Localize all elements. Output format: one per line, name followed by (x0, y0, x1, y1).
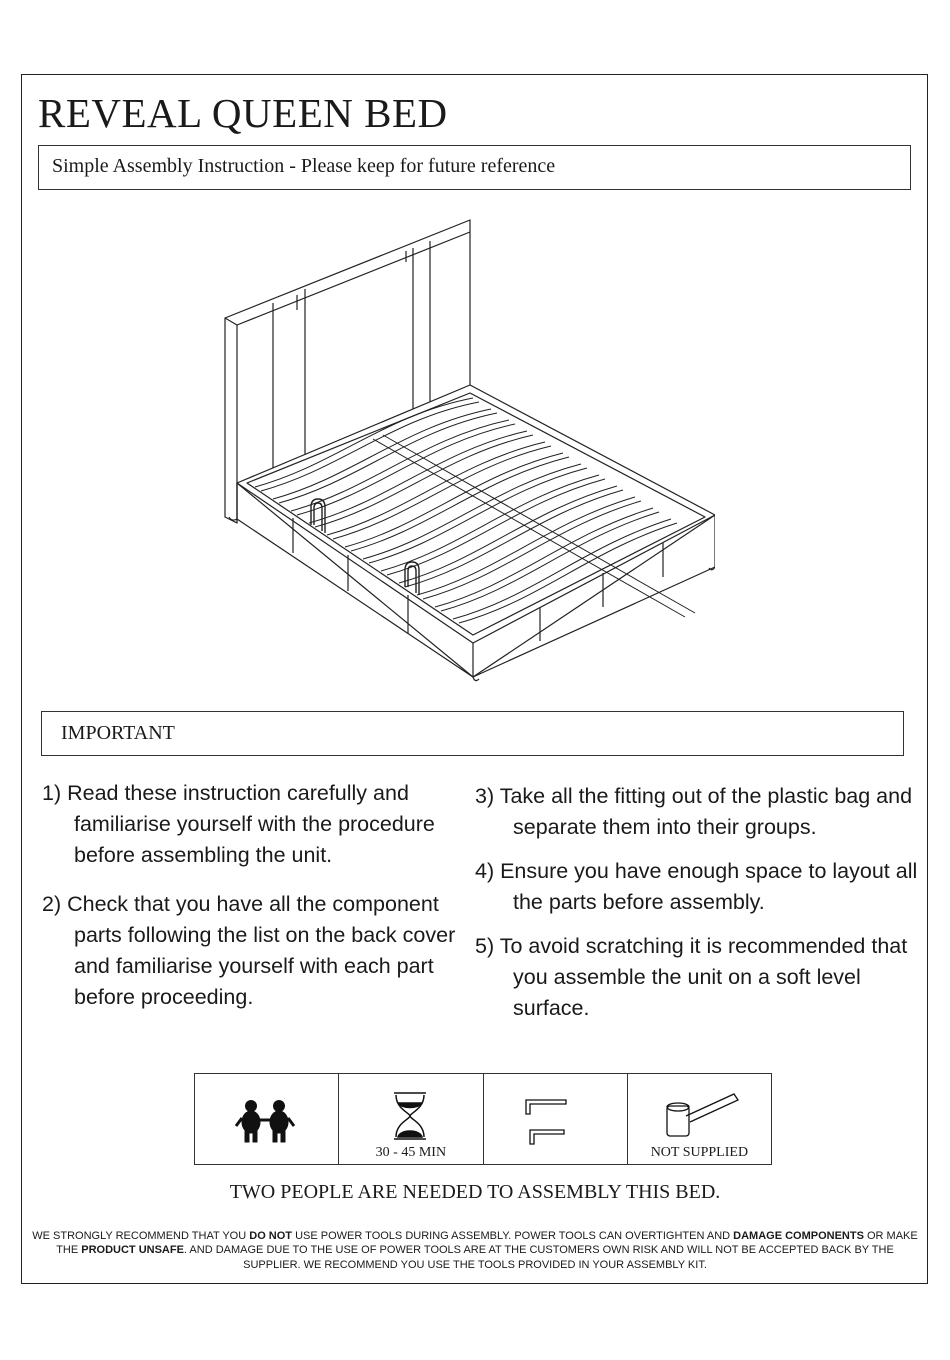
step-2: 2) Check that you have all the component… (42, 892, 456, 1009)
power-tools-warning: WE STRONGLY RECOMMEND THAT YOU DO NOT US… (30, 1229, 920, 1272)
mallet-icon (666, 1093, 739, 1137)
important-box: IMPORTANT (41, 711, 904, 756)
allen-key-icon (524, 1099, 567, 1145)
warning-bold-damage: DAMAGE COMPONENTS (733, 1230, 864, 1242)
warning-part-4: . AND DAMAGE DUE TO THE USE OF POWER TOO… (183, 1244, 894, 1271)
tool-cell-people (195, 1074, 340, 1164)
important-label: IMPORTANT (61, 722, 175, 744)
step-5: 5) To avoid scratching it is recommended… (475, 934, 908, 1020)
two-people-icon (234, 1100, 296, 1143)
bed-base (228, 384, 715, 682)
bed-illustration (224, 219, 715, 682)
warning-part-3: OR MAKE THE (56, 1230, 918, 1257)
tool-cell-allen-keys (484, 1074, 628, 1164)
mallet-label: NOT SUPPLIED (650, 1145, 749, 1160)
subtitle-box: Simple Assembly Instruction - Please kee… (38, 145, 911, 190)
warning-part-1: WE STRONGLY RECOMMEND THAT YOU (32, 1230, 250, 1242)
lift-handles (310, 498, 420, 595)
center-rail (372, 434, 696, 618)
subtitle: Simple Assembly Instruction - Please kee… (52, 155, 556, 177)
people-note: TWO PEOPLE ARE NEEDED TO ASSEMBLY THIS B… (229, 1181, 721, 1203)
page-border (21, 74, 928, 1284)
step-3: 3) Take all the fitting out of the plast… (475, 784, 913, 839)
warning-bold-unsafe: PRODUCT UNSAFE (81, 1244, 184, 1257)
steps-left-column: 1) Read these instruction carefully and … (42, 778, 472, 1013)
steps-right-column: 3) Take all the fitting out of the plast… (475, 781, 925, 1024)
step-1: 1) Read these instruction carefully and … (42, 781, 435, 867)
page-title: REVEAL QUEEN BED (38, 90, 448, 136)
warning-part-2: USE POWER TOOLS DURING ASSEMBLY. POWER T… (292, 1230, 734, 1242)
tools-strip: 30 - 45 MIN NOT SUPPLIED (194, 1073, 772, 1165)
tool-cell-mallet: NOT SUPPLIED (628, 1074, 771, 1164)
warning-bold-do-not: DO NOT (249, 1230, 293, 1242)
tool-cell-time: 30 - 45 MIN (339, 1074, 484, 1164)
time-label: 30 - 45 MIN (375, 1145, 447, 1160)
hourglass-icon (394, 1092, 427, 1140)
step-4: 4) Ensure you have enough space to layou… (475, 859, 918, 914)
